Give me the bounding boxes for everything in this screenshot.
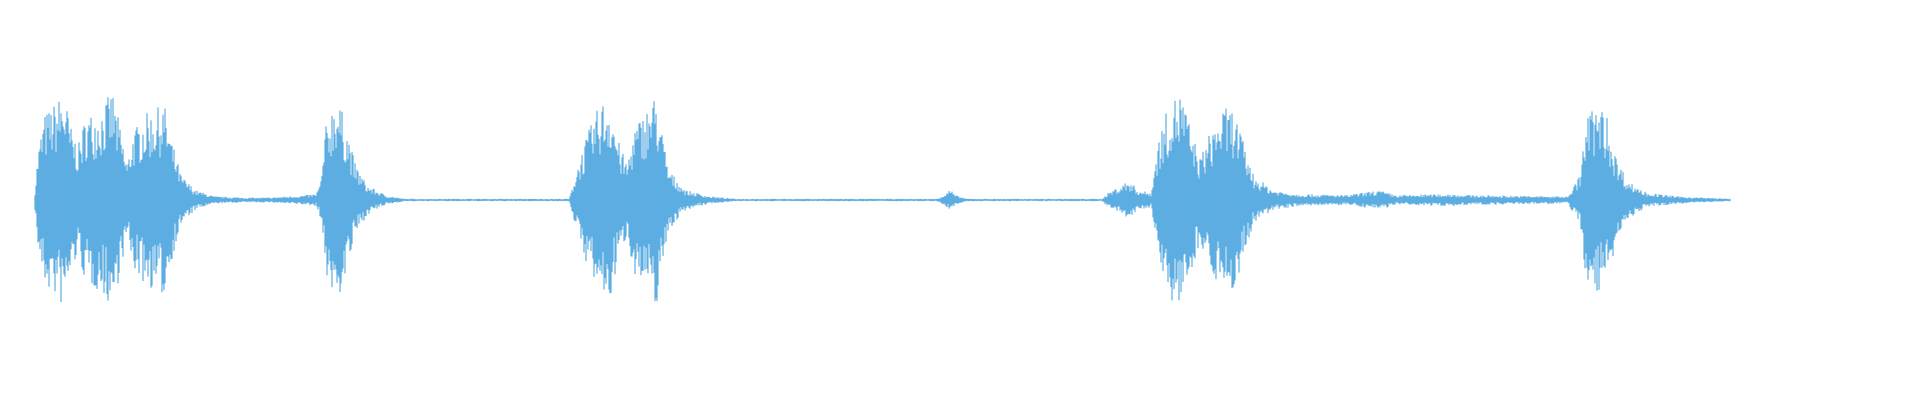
waveform-bars — [34, 97, 1731, 302]
